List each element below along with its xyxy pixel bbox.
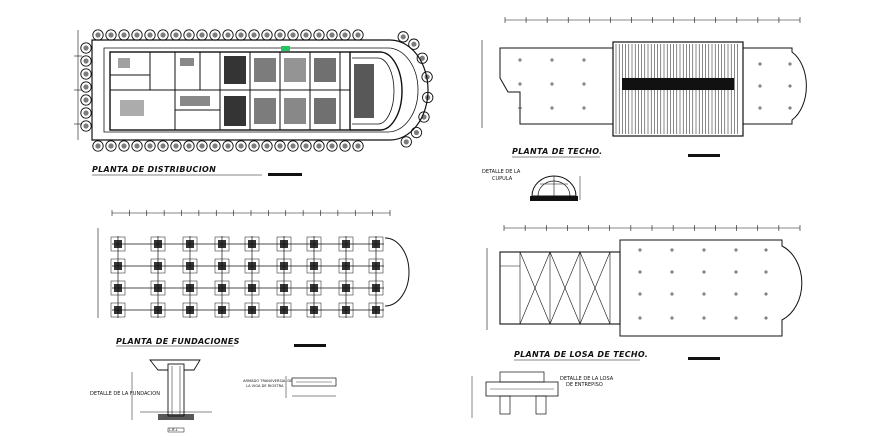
roof-plan-techo [481, 17, 807, 158]
tree-symbol [80, 55, 92, 67]
tree-symbol [300, 140, 312, 152]
note-cupula-2: CUPULA [492, 176, 513, 182]
tree-symbol [80, 42, 92, 54]
foundation-detail [131, 359, 212, 433]
slab-detail [471, 371, 559, 418]
tree-symbol [80, 120, 92, 132]
tree-symbol [352, 29, 364, 41]
tree-symbol [261, 140, 273, 152]
tree-symbol [326, 29, 338, 41]
tree-symbol [326, 140, 338, 152]
tree-symbol [339, 29, 351, 41]
tree-symbol [274, 140, 286, 152]
note-viga-1: ARMADO TRANSVERSAL DE [243, 379, 293, 383]
beam-detail [285, 376, 337, 398]
tree-symbol [287, 29, 299, 41]
tree-symbol [196, 29, 208, 41]
tree-symbol [397, 31, 409, 43]
tree-symbol [144, 29, 156, 41]
tree-symbol [416, 52, 428, 64]
tree-symbol [105, 140, 117, 152]
title-distribucion: PLANTA DE DISTRIBUCION [92, 165, 216, 174]
tree-symbol [352, 140, 364, 152]
note-cupula-1: DETALLE DE LA [482, 169, 521, 175]
tree-symbol [408, 38, 420, 50]
tree-symbol [222, 140, 234, 152]
tree-symbol [183, 29, 195, 41]
tree-symbol [170, 140, 182, 152]
tree-symbol [222, 29, 234, 41]
cupola-detail [530, 175, 581, 201]
note-viga-2: LA VIGA DE RIOSTRA [246, 384, 284, 388]
tree-symbol [209, 29, 221, 41]
tree-symbol [235, 140, 247, 152]
tree-symbol [80, 94, 92, 106]
tree-symbol [339, 140, 351, 152]
floor-plan-distribucion [74, 29, 434, 152]
tree-symbol [80, 107, 92, 119]
tree-symbol [118, 140, 130, 152]
tree-symbol [209, 140, 221, 152]
tree-symbol [105, 29, 117, 41]
tree-symbol [248, 29, 260, 41]
tree-symbol [131, 29, 143, 41]
tree-symbol [118, 29, 130, 41]
tree-symbol [80, 68, 92, 80]
tree-symbol [196, 140, 208, 152]
tree-symbol [170, 29, 182, 41]
tree-symbol [92, 140, 104, 152]
tree-symbol [92, 29, 104, 41]
title-techo: PLANTA DE TECHO. [512, 147, 603, 156]
tree-symbol [313, 29, 325, 41]
tree-symbol [313, 140, 325, 152]
note-losa-1: DETALLE DE LA LOSA [560, 376, 614, 382]
tree-symbol [248, 140, 260, 152]
note-fundacion: DETALLE DE LA FUNDACION [90, 391, 160, 397]
tree-symbol [131, 140, 143, 152]
tree-symbol [183, 140, 195, 152]
title-losa-techo: PLANTA DE LOSA DE TECHO. [514, 350, 648, 359]
tree-symbol [80, 81, 92, 93]
tree-symbol [157, 140, 169, 152]
note-lbl: L.B.L [169, 428, 178, 432]
tree-symbol [157, 29, 169, 41]
foundation-plan [97, 210, 410, 347]
tree-ring [80, 29, 434, 152]
note-losa-2: DE ENTREPISO [566, 382, 603, 388]
tree-symbol [261, 29, 273, 41]
tree-symbol [400, 136, 412, 148]
tree-symbol [235, 29, 247, 41]
title-fundaciones: PLANTA DE FUNDACIONES [116, 337, 240, 346]
tree-symbol [287, 140, 299, 152]
tree-symbol [300, 29, 312, 41]
tree-symbol [274, 29, 286, 41]
roof-slab-plan [486, 225, 803, 361]
green-marker [281, 46, 290, 51]
tree-symbol [418, 111, 430, 123]
tree-symbol [410, 126, 423, 139]
tree-symbol [144, 140, 156, 152]
